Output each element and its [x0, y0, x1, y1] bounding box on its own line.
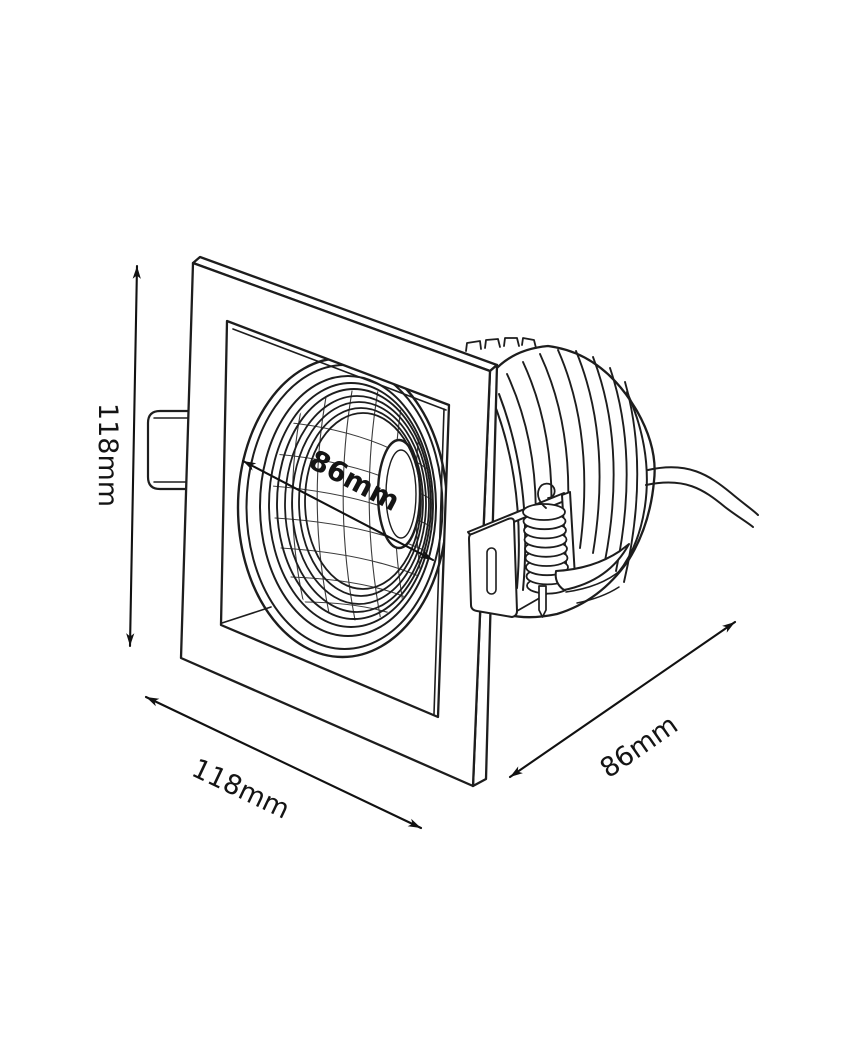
- dimension-depth: 86mm: [508, 620, 737, 785]
- power-cable: [645, 466, 759, 528]
- dimension-width-label: 118mm: [187, 753, 294, 826]
- clip-bracket-slot: [486, 547, 497, 595]
- spring-clip: [467, 482, 630, 618]
- tension-spring: [522, 503, 570, 595]
- heatsink-body: [465, 337, 759, 619]
- trim-plate-opening: [219, 319, 451, 719]
- heatsink-fins: [506, 349, 639, 583]
- trim-plate: [179, 255, 499, 788]
- clip-blade: [554, 543, 630, 591]
- mounting-tab: [146, 409, 193, 491]
- mounting-tab-outline: [146, 409, 193, 491]
- clip-blade-lines: [565, 569, 622, 604]
- spring-pin: [538, 585, 547, 618]
- heatsink-outline: [492, 344, 656, 619]
- fin-tips: [465, 337, 537, 352]
- heatsink-collar: [491, 393, 527, 591]
- dimension-height: 118mm: [92, 264, 141, 648]
- spring-hook: [537, 482, 556, 509]
- dimension-height-label: 118mm: [92, 403, 123, 507]
- dimension-depth-label: 86mm: [595, 709, 684, 784]
